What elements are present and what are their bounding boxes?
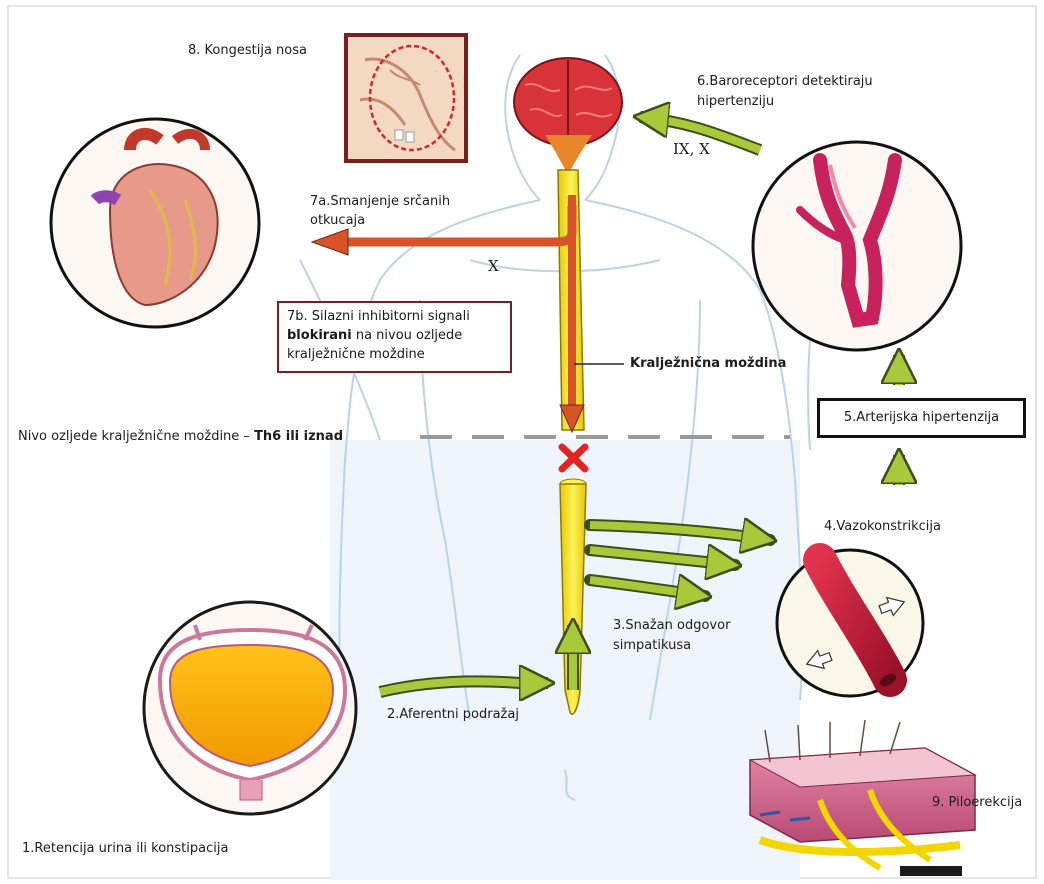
label-sympathetic-2: simpatikusa bbox=[613, 637, 691, 654]
bladder-illustration bbox=[144, 602, 356, 814]
label-inhibitory-part3: kralježnične moždine bbox=[287, 347, 425, 362]
label-inhibitory-part1: 7b. Silazni inhibitorni signali bbox=[287, 309, 470, 324]
label-hypertension: 5.Arterijska hipertenzija bbox=[817, 398, 1026, 438]
label-vagus: X bbox=[488, 258, 499, 275]
label-spinal-cord: Kralježnična moždina bbox=[630, 355, 786, 372]
label-inhibitory-signals: 7b. Silazni inhibitorni signali blokiran… bbox=[277, 301, 512, 373]
artery-illustration bbox=[753, 142, 961, 350]
brain-illustration bbox=[514, 58, 622, 175]
label-nasal-congestion: 8. Kongestija nosa bbox=[188, 42, 307, 59]
label-afferent: 2.Aferentni podražaj bbox=[387, 706, 519, 723]
label-injury-level: Nivo ozljede kralježnične moždine – Th6 … bbox=[18, 428, 343, 445]
label-piloerection: 9. Piloerekcija bbox=[932, 794, 1022, 811]
label-vasoconstriction: 4.Vazokonstrikcija bbox=[824, 518, 941, 535]
label-injury-level-prefix: Nivo ozljede kralježnične moždine – bbox=[18, 429, 254, 444]
vessel-illustration bbox=[777, 550, 923, 696]
label-baroreceptors-1: 6.Baroreceptori detektiraju bbox=[697, 73, 873, 90]
label-cranial-nerves: IX, X bbox=[673, 141, 710, 158]
label-injury-level-bold: Th6 ili iznad bbox=[254, 429, 343, 444]
label-heart-rate-2: otkucaja bbox=[310, 212, 365, 229]
label-sympathetic-1: 3.Snažan odgovor bbox=[613, 617, 730, 634]
label-baroreceptors-2: hipertenziju bbox=[697, 93, 774, 110]
nose-congestion-image bbox=[346, 35, 466, 161]
label-inhibitory-bold: blokirani bbox=[287, 328, 352, 343]
label-heart-rate-1: 7a.Smanjenje srčanih bbox=[310, 193, 450, 210]
label-inhibitory-part2: na nivou ozljede bbox=[352, 328, 463, 343]
label-retention: 1.Retencija urina ili konstipacija bbox=[22, 840, 228, 857]
heart-illustration bbox=[51, 119, 259, 327]
